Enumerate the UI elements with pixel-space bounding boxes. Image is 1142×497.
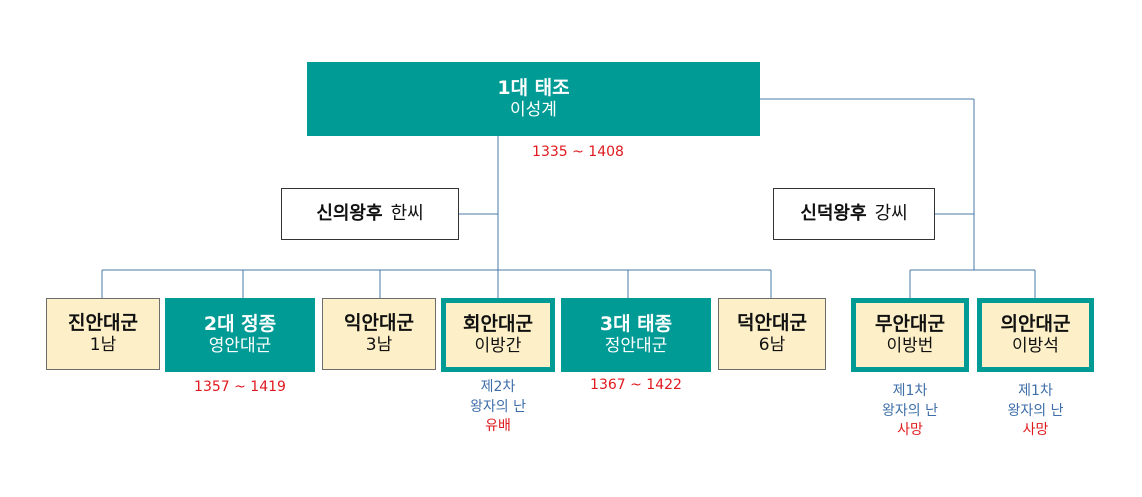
child-sub: 1남 (89, 335, 117, 356)
child-sub: 3남 (365, 335, 393, 356)
spouse-clan: 강씨 (874, 202, 908, 224)
spouse-name: 신덕왕후 (800, 202, 867, 224)
child-title: 덕안대군 (737, 311, 807, 334)
event-round: 제1차 (1018, 383, 1053, 399)
child-uian: 의안대군 이방석 (977, 298, 1094, 372)
root-years: 1335 ~ 1408 (532, 144, 624, 160)
event-fate: 사망 (897, 422, 923, 439)
child-jinan: 진안대군 1남 (46, 298, 160, 370)
spouse-sindeok: 신덕왕후 강씨 (773, 188, 935, 240)
child-title: 3대 태종 (599, 312, 673, 335)
event-round: 제2차 (480, 379, 516, 395)
child-sub: 영안대군 (208, 336, 272, 357)
child-title: 진안대군 (68, 311, 138, 334)
child-hoean: 회안대군 이방간 (441, 298, 555, 372)
child-title: 회안대군 (463, 312, 533, 335)
child-sub: 이방석 (1012, 336, 1059, 357)
jeongjong-years: 1357 ~ 1419 (194, 379, 286, 395)
child-title: 무안대군 (875, 312, 945, 335)
muan-event-note: 제1차 왕자의 난 사망 (851, 382, 969, 441)
child-deokan: 덕안대군 6남 (718, 298, 826, 370)
child-muan: 무안대군 이방번 (851, 298, 969, 372)
spouse-name: 신의왕후 (316, 202, 383, 224)
child-title: 2대 정종 (203, 312, 277, 335)
spouse-clan: 한씨 (390, 202, 424, 224)
child-sub: 이방번 (886, 336, 934, 357)
taejong-years: 1367 ~ 1422 (590, 377, 682, 393)
child-title: 익안대군 (344, 311, 414, 334)
root-node-taejo: 1대 태조 이성계 (307, 62, 760, 136)
child-taejong: 3대 태종 정안대군 (561, 298, 711, 372)
root-name: 이성계 (510, 100, 557, 121)
child-sub: 이방간 (474, 336, 522, 357)
event-round: 제1차 (892, 383, 928, 399)
event-name: 왕자의 난 (470, 398, 526, 415)
child-sub: 정안대군 (604, 336, 668, 357)
child-ikan: 익안대군 3남 (322, 298, 436, 370)
event-fate: 사망 (1022, 422, 1049, 439)
child-sub: 6남 (758, 335, 786, 356)
event-fate: 유배 (485, 418, 511, 435)
spouse-sinui: 신의왕후 한씨 (281, 188, 459, 240)
event-name: 왕자의 난 (882, 402, 938, 419)
hoean-event-note: 제2차 왕자의 난 유배 (441, 378, 555, 437)
child-jeongjong: 2대 정종 영안대군 (165, 298, 315, 372)
root-title: 1대 태조 (497, 76, 570, 99)
event-name: 왕자의 난 (1007, 402, 1064, 419)
uian-event-note: 제1차 왕자의 난 사망 (977, 382, 1094, 441)
child-title: 의안대군 (1000, 312, 1071, 335)
